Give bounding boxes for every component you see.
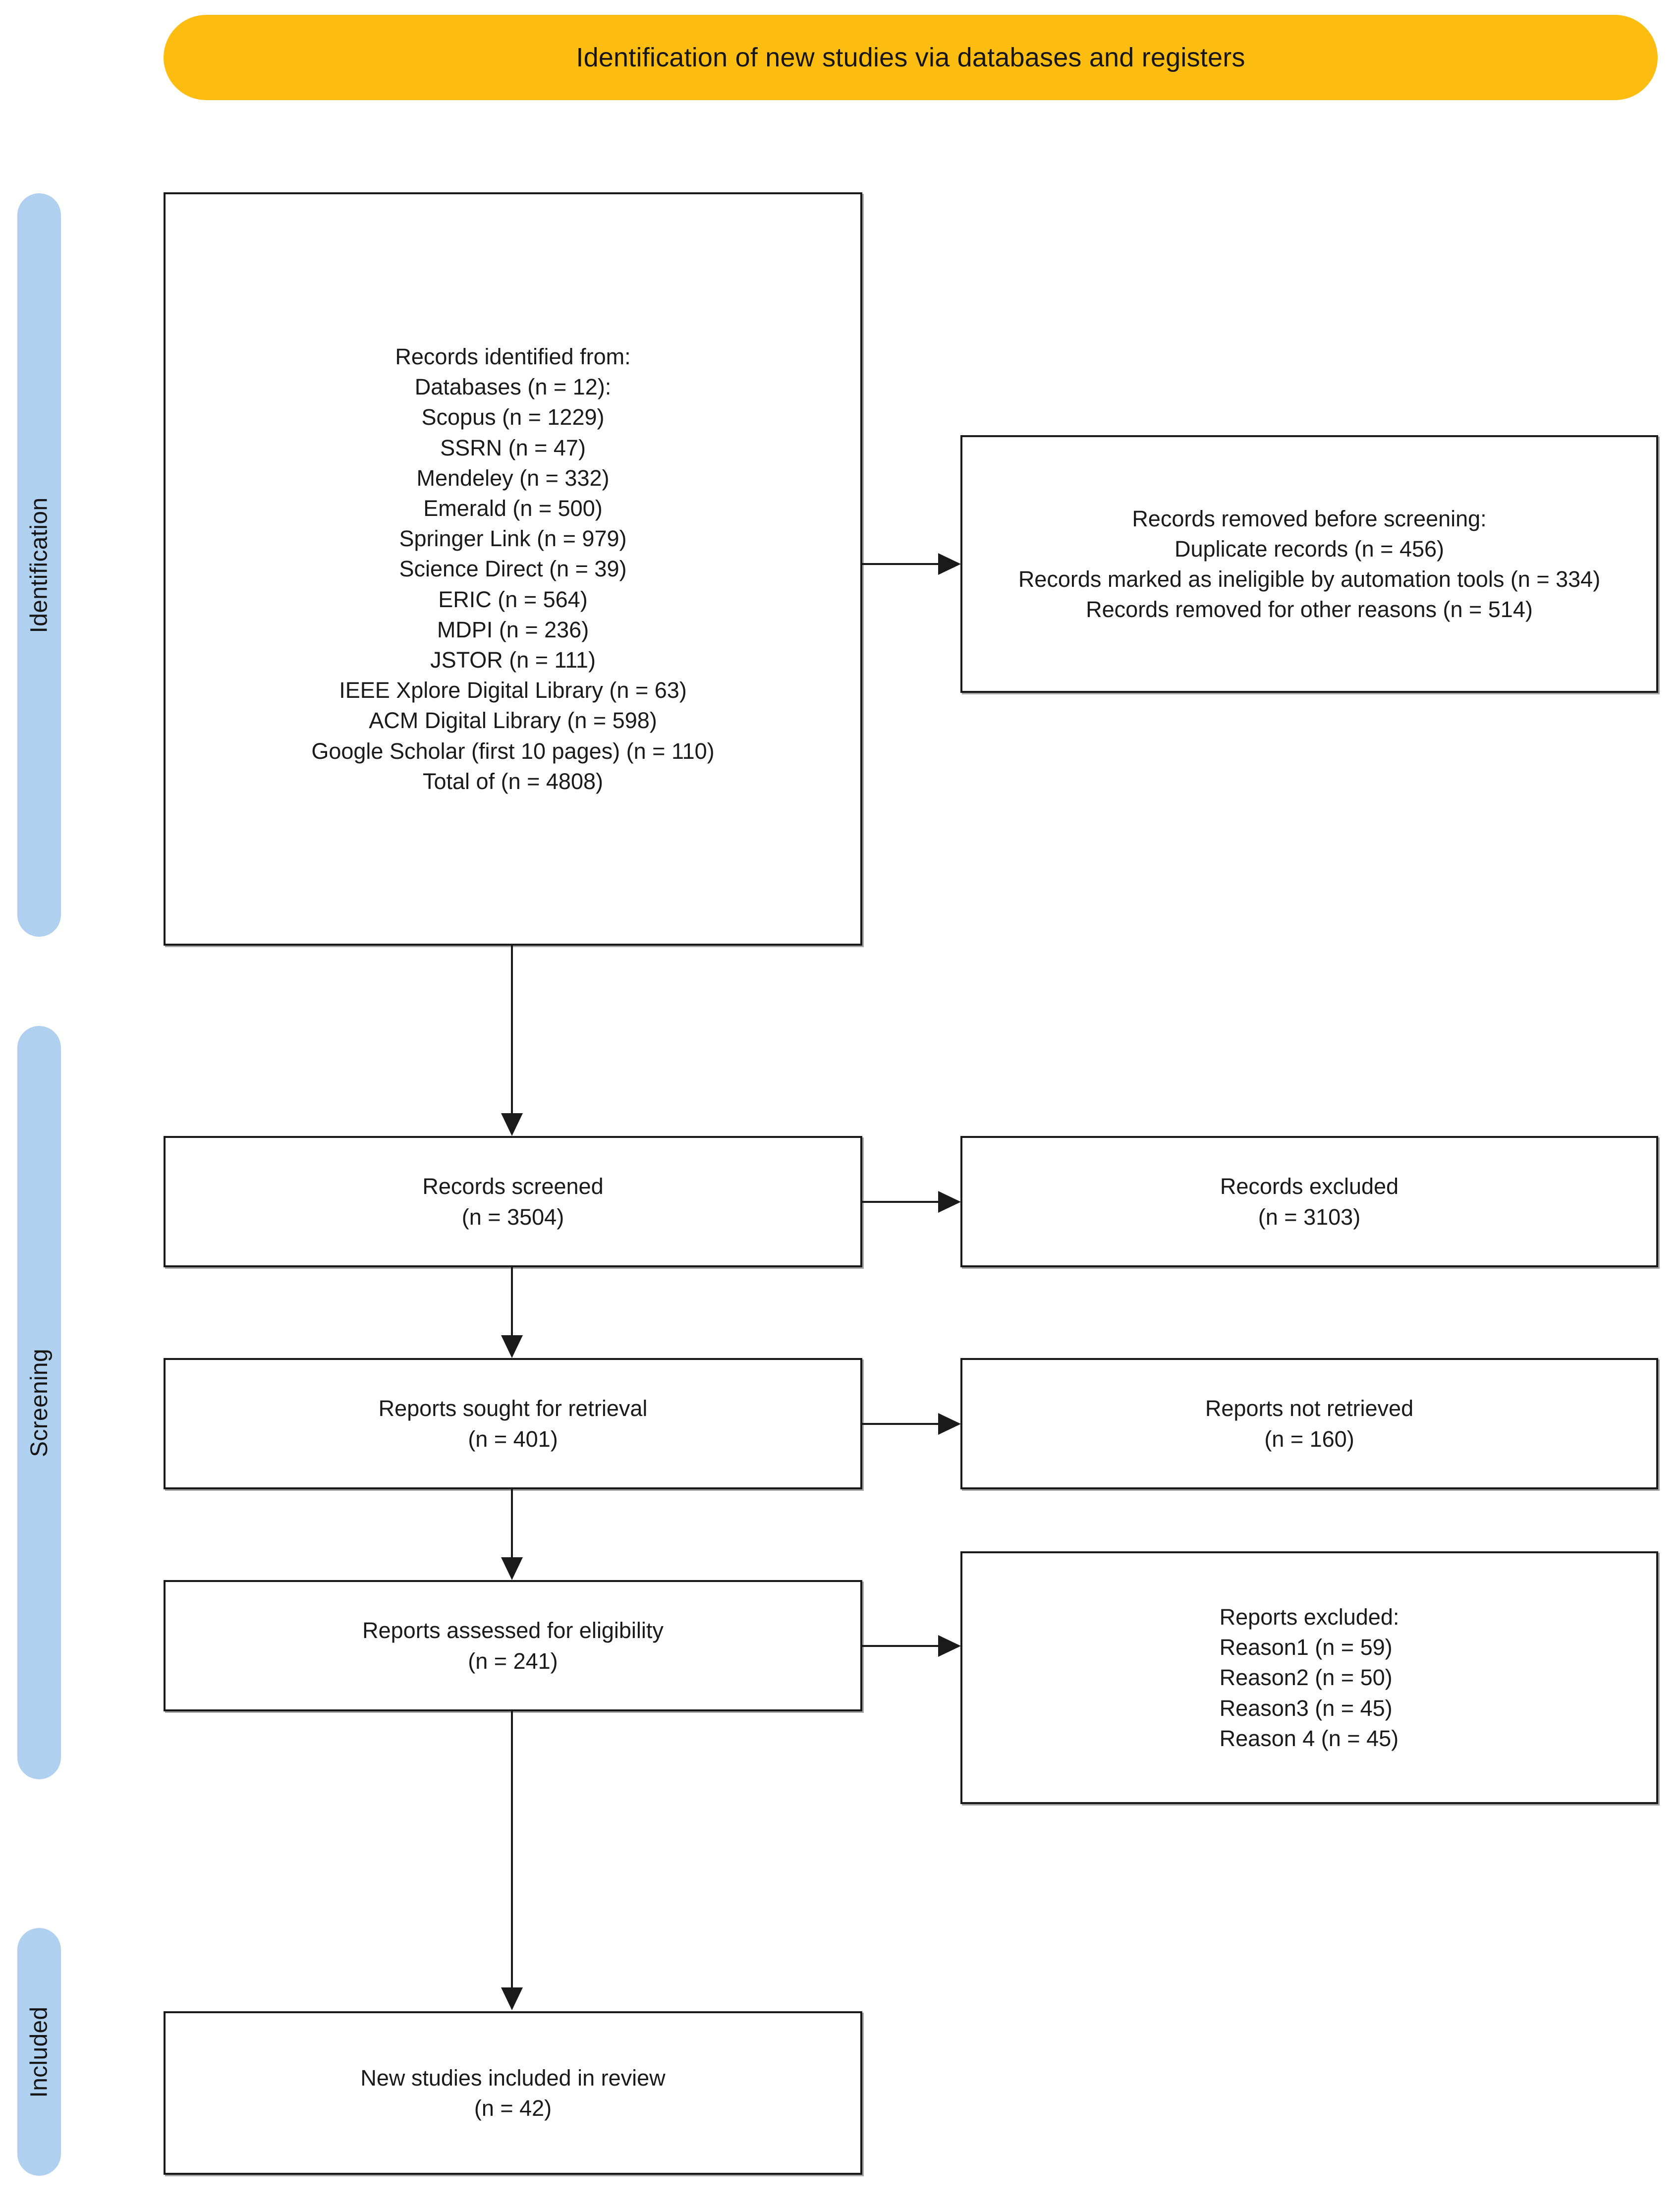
connector-screened-to-excluded <box>862 1201 939 1203</box>
arrow-down-icon <box>501 1335 523 1358</box>
stage-label-screening: Screening <box>17 1026 61 1779</box>
box-reports-not-retrieved: Reports not retrieved (n = 160) <box>960 1358 1658 1489</box>
arrow-right-icon <box>938 1191 961 1213</box>
box-reports-sought-for-retrieval: Reports sought for retrieval (n = 401) <box>164 1358 862 1489</box>
stage-label-identification-text: Identification <box>26 497 53 633</box>
stage-label-screening-text: Screening <box>26 1348 53 1457</box>
box-new-studies-included-in-review: New studies included in review (n = 42) <box>164 2011 862 2175</box>
connector-sought-to-not-retrieved <box>862 1423 939 1425</box>
stage-label-included-text: Included <box>26 2006 53 2097</box>
box-reports-sought-for-retrieval-text: Reports sought for retrieval (n = 401) <box>378 1396 648 1452</box>
arrow-down-icon <box>501 1557 523 1580</box>
diagram-header-banner: Identification of new studies via databa… <box>164 15 1658 100</box>
box-records-excluded: Records excluded (n = 3103) <box>960 1136 1658 1267</box>
arrow-right-icon <box>938 1413 961 1435</box>
box-records-identified: Records identified from: Databases (n = … <box>164 192 862 946</box>
box-records-screened-text: Records screened (n = 3504) <box>422 1174 604 1230</box>
box-records-screened: Records screened (n = 3504) <box>164 1136 862 1267</box>
arrow-right-icon <box>938 1635 961 1657</box>
box-reports-assessed-for-eligibility-text: Reports assessed for eligibility (n = 24… <box>362 1618 664 1674</box>
arrow-right-icon <box>938 553 961 575</box>
page-title: Identification of new studies via databa… <box>576 43 1245 72</box>
box-reports-assessed-for-eligibility: Reports assessed for eligibility (n = 24… <box>164 1580 862 1711</box>
connector-screened-to-sought <box>511 1267 513 1337</box>
box-records-removed-before-screening: Records removed before screening: Duplic… <box>960 435 1658 693</box>
arrow-down-icon <box>501 1987 523 2010</box>
connector-assessed-to-reports-excluded <box>862 1645 939 1647</box>
box-new-studies-included-in-review-text: New studies included in review (n = 42) <box>360 2065 666 2121</box>
connector-assessed-to-included <box>511 1711 513 1989</box>
box-reports-excluded-text: Reports excluded: Reason1 (n = 59) Reaso… <box>1219 1604 1400 1751</box>
stage-label-identification: Identification <box>17 193 61 937</box>
connector-identified-to-screened <box>511 946 513 1114</box>
box-records-removed-before-screening-text: Records removed before screening: Duplic… <box>1018 506 1601 623</box>
box-records-identified-text: Records identified from: Databases (n = … <box>311 344 715 794</box>
box-reports-not-retrieved-text: Reports not retrieved (n = 160) <box>1205 1396 1414 1452</box>
stage-label-included: Included <box>17 1928 61 2176</box>
connector-identified-to-removed <box>862 563 939 565</box>
arrow-down-icon <box>501 1113 523 1136</box>
box-records-excluded-text: Records excluded (n = 3103) <box>1220 1174 1399 1230</box>
box-reports-excluded: Reports excluded: Reason1 (n = 59) Reaso… <box>960 1551 1658 1804</box>
connector-sought-to-assessed <box>511 1489 513 1559</box>
